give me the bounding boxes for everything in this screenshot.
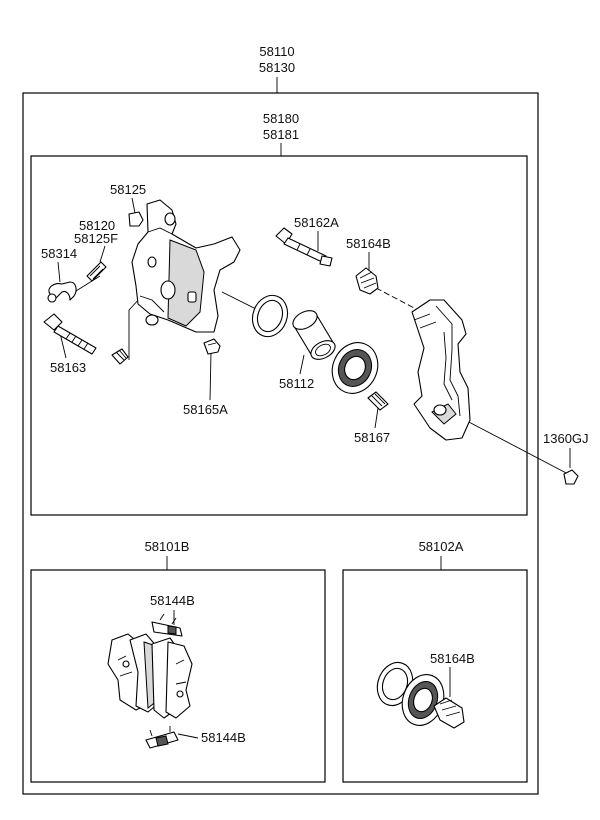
outer-frame <box>22 92 539 795</box>
pin-boot-kit <box>433 697 465 729</box>
caliper-housing <box>131 199 241 333</box>
clip-58314 <box>47 281 77 303</box>
assembly-line-carrier <box>375 287 419 311</box>
label-58125: 58125 <box>110 182 146 197</box>
label-58110: 58110 <box>259 44 294 59</box>
label-58164b-kit: 58164B <box>430 651 475 666</box>
label-58102a: 58102A <box>419 539 464 554</box>
label-58167: 58167 <box>354 430 390 445</box>
label-58180: 58180 <box>263 111 299 126</box>
label-58144b-bottom: 58144B <box>201 730 246 745</box>
label-58144b-top: 58144B <box>150 593 195 608</box>
label-58120: 58120 <box>79 218 115 233</box>
caliper-group-box <box>30 155 528 516</box>
piston-58112 <box>292 310 336 360</box>
seal-kit-box <box>342 569 528 783</box>
leader-58112 <box>299 354 305 375</box>
label-58125f: 58125F <box>74 231 118 246</box>
pad-kit-box <box>30 569 326 783</box>
piston-boot <box>331 342 379 394</box>
leader-58165a <box>209 351 212 401</box>
bleeder-screw <box>86 261 107 282</box>
boot-58164b <box>355 267 379 295</box>
label-58163: 58163 <box>50 360 86 375</box>
brake-pads <box>107 633 193 719</box>
label-58112: 58112 <box>279 376 314 391</box>
dust-boot-kit <box>401 674 445 726</box>
label-58314: 58314 <box>41 246 77 261</box>
leader-58163 <box>59 332 67 359</box>
leader-58125f <box>99 245 106 263</box>
label-58162a: 58162A <box>294 215 339 230</box>
leader-58314 <box>57 261 61 283</box>
guide-pin-58162a <box>275 227 333 267</box>
label-58181: 58181 <box>263 127 299 142</box>
leader-58144b-bottom <box>177 733 199 739</box>
leader-58167 <box>374 407 379 429</box>
label-58165a: 58165A <box>183 402 228 417</box>
label-58130: 58130 <box>259 60 295 75</box>
assembly-line-1360gj <box>464 419 571 476</box>
piston-seal-ring <box>251 294 289 338</box>
pad-clip-top <box>151 613 183 637</box>
guide-bolt-58163 <box>43 313 97 355</box>
label-1360gj: 1360GJ <box>543 431 589 446</box>
bushing-58167 <box>367 391 389 411</box>
label-58101b: 58101B <box>145 539 190 554</box>
assembly-line-58314 <box>75 275 101 292</box>
caliper-carrier <box>411 299 471 441</box>
label-58164b: 58164B <box>346 236 391 251</box>
pad-clip-bottom <box>145 726 179 749</box>
boot-58165a <box>203 338 221 355</box>
bushing-small <box>111 348 129 365</box>
leader-58125 <box>131 197 136 214</box>
nut-1360gj <box>563 469 579 485</box>
cap-58125 <box>128 211 144 227</box>
